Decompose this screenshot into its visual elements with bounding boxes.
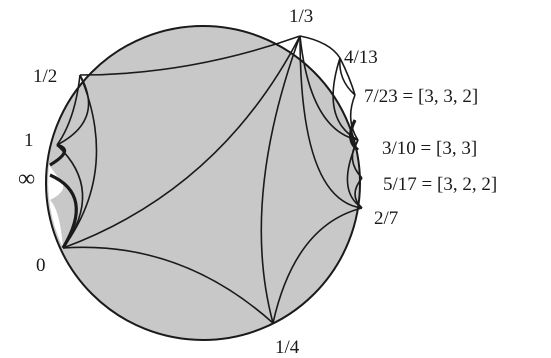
arc-five-17-to-two-sevenths [354, 177, 363, 209]
arc-three-tenths-to-five-17 [351, 139, 363, 179]
unshaded-region [48, 165, 64, 248]
bold-arc-infinity-to-zero [49, 173, 78, 249]
bold-arc-infinity-to-one [49, 143, 67, 167]
label-one-third: 1/3 [289, 6, 313, 27]
arc-half-to-one-inner [56, 74, 90, 146]
label-infinity: ∞ [18, 166, 35, 192]
label-three-tenths: 3/10 = [3, 3] [382, 138, 477, 159]
hyperbolic-disk [45, 25, 361, 341]
arc-half-to-one [56, 74, 81, 146]
label-seven-23: 7/23 = [3, 3, 2] [364, 86, 478, 107]
arc-seven-23-inner [339, 57, 356, 96]
label-one: 1 [24, 130, 34, 151]
arc-third-to-quarter [260, 35, 301, 324]
label-zero: 0 [36, 255, 46, 276]
arc-third-to-three-tenths [299, 35, 359, 141]
arc-zero-to-third [62, 35, 301, 249]
arc-seven-23-to-three-tenths [349, 94, 359, 141]
arc-third-to-four-thirteenths [299, 35, 341, 59]
bold-arc-right-three-tenths [349, 119, 360, 152]
label-one-half: 1/2 [33, 66, 57, 87]
geodesic-arcs [56, 35, 363, 324]
label-two-sevenths: 2/7 [374, 208, 398, 229]
arc-third-to-two-sevenths [299, 35, 363, 209]
label-one-quarter: 1/4 [275, 337, 300, 358]
label-four-thirteenths: 4/13 [344, 47, 378, 68]
arc-zero-to-quarter [62, 246, 274, 324]
label-five-17: 5/17 = [3, 2, 2] [383, 174, 497, 195]
bold-arcs [49, 119, 360, 249]
arc-four-thirteenths-to-seven-23 [338, 57, 356, 96]
arc-quarter-to-two-sevenths [272, 207, 363, 324]
arc-half-to-third [79, 35, 301, 76]
